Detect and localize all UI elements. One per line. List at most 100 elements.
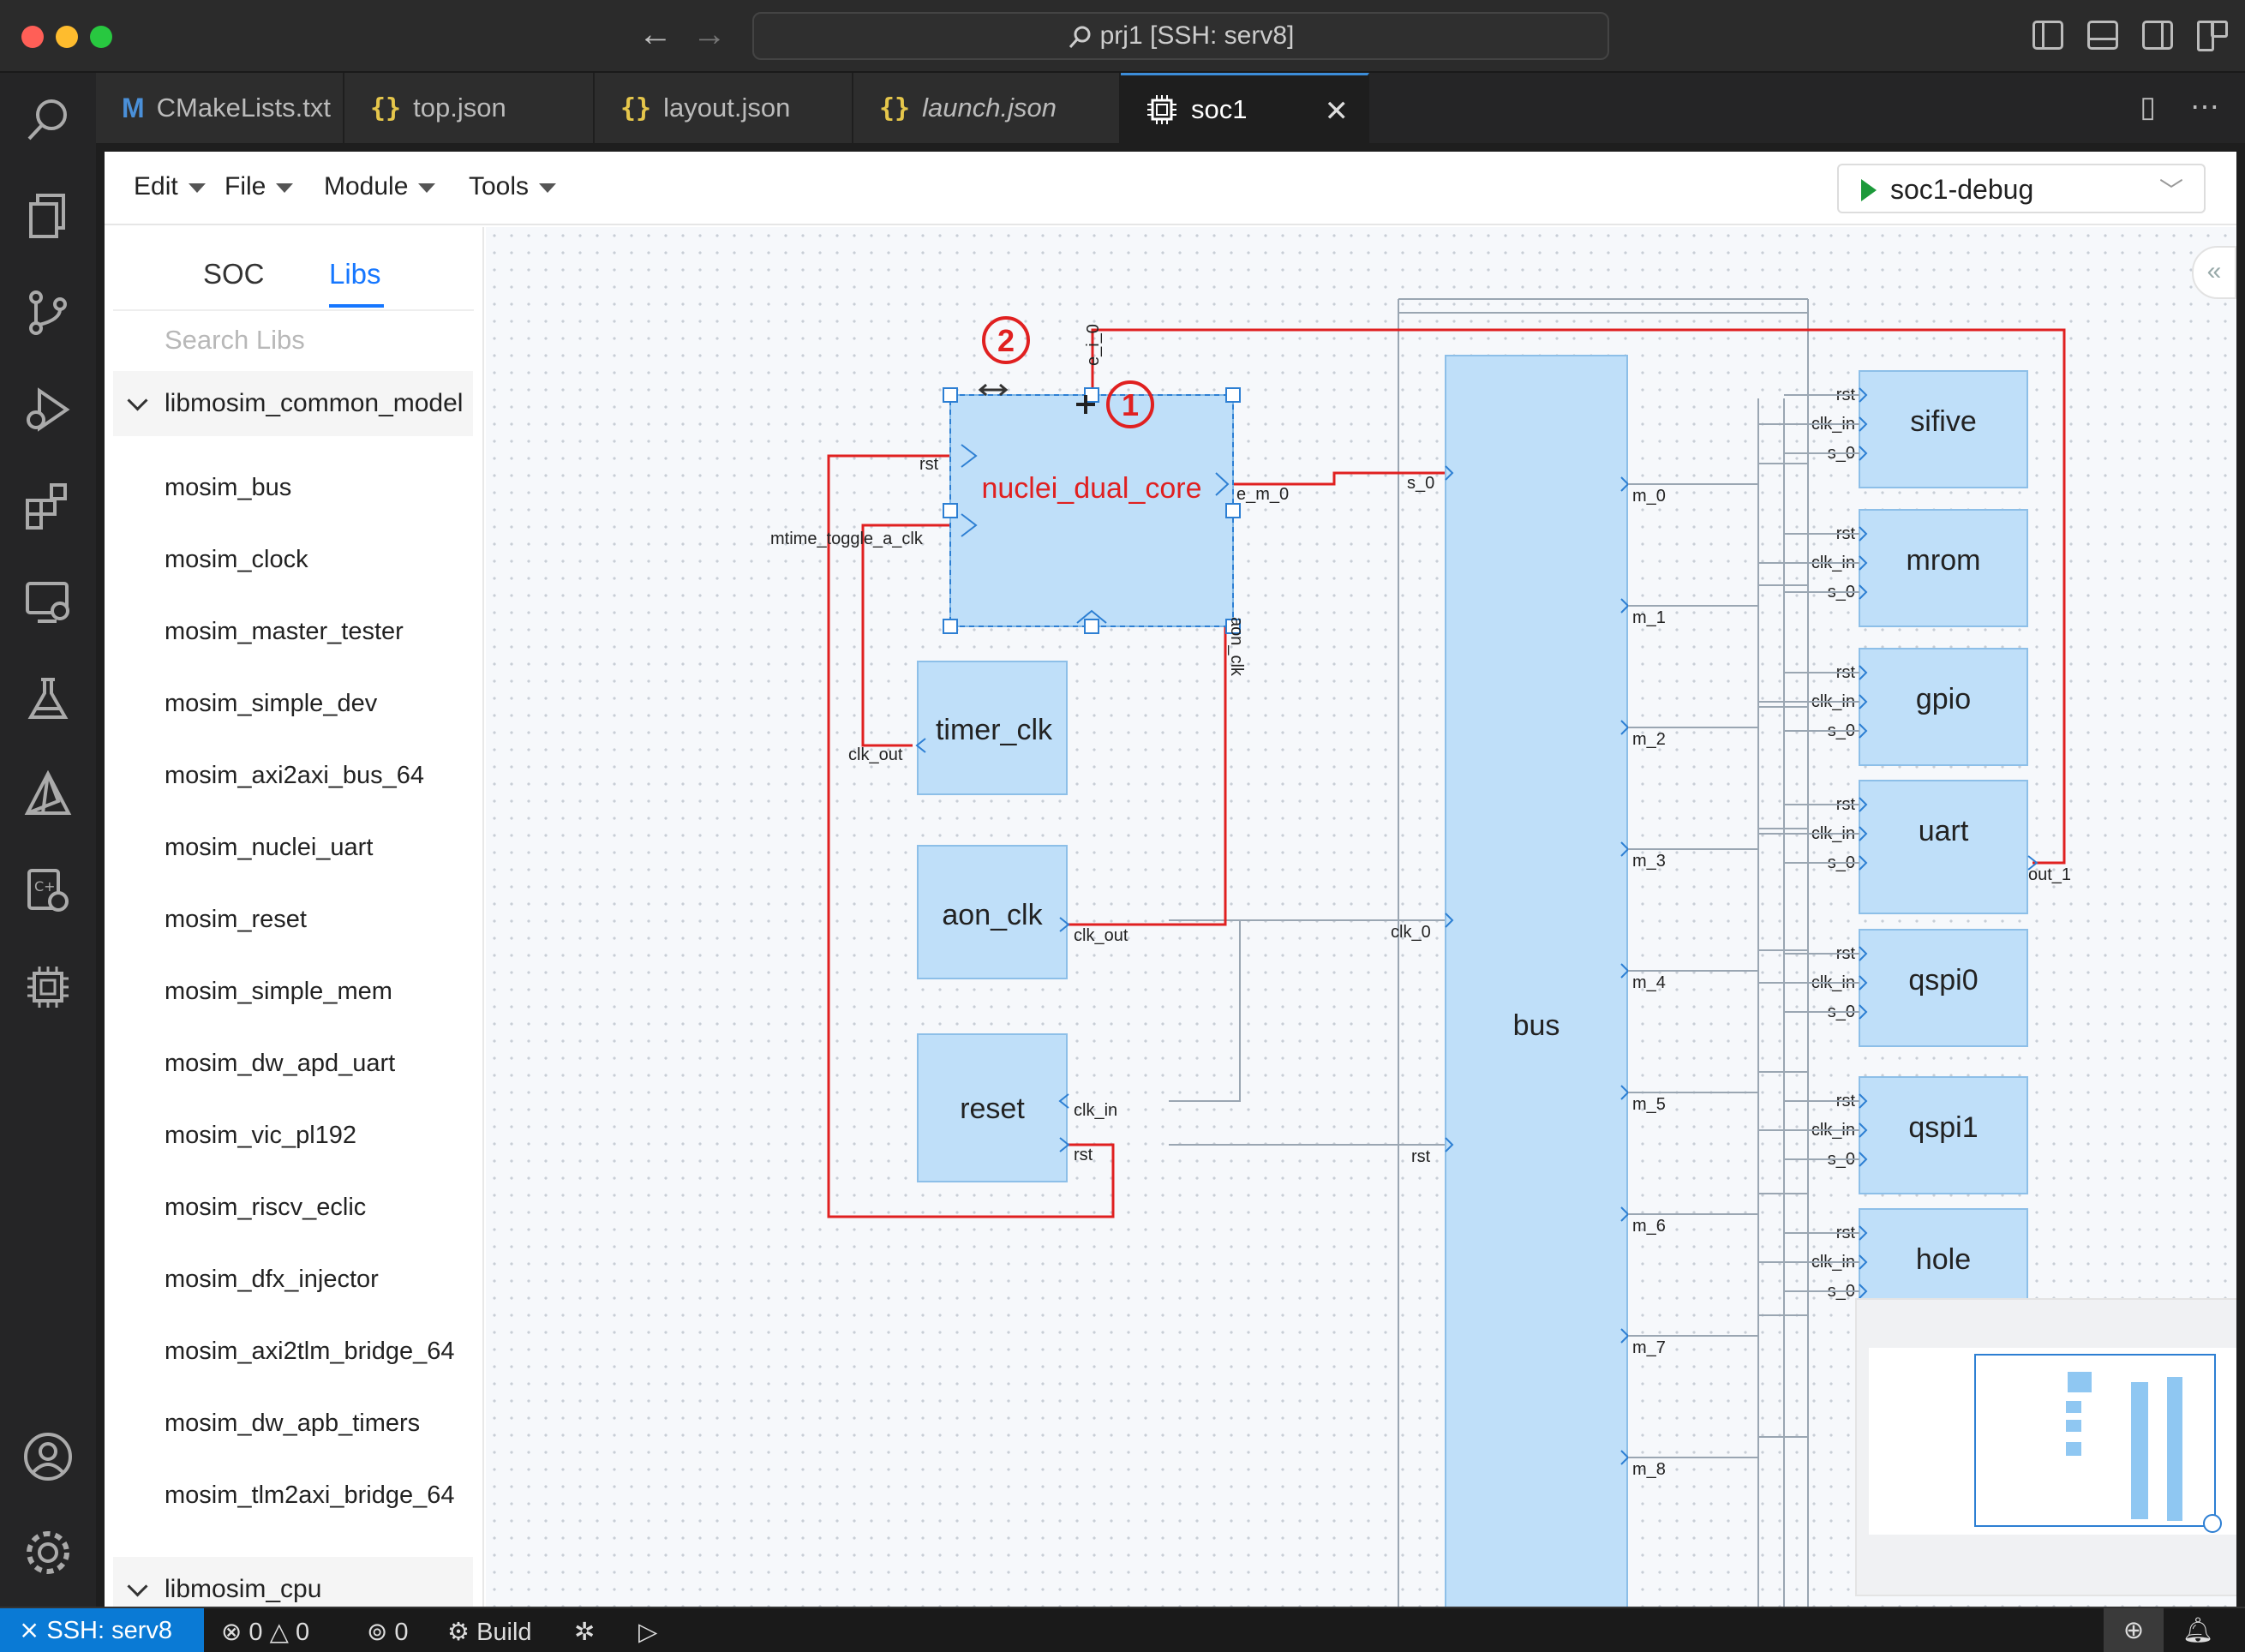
play-icon: [1861, 179, 1877, 201]
lib-item[interactable]: mosim_clock: [165, 546, 308, 573]
block-label: sifive: [1910, 405, 1976, 438]
back-arrow-icon[interactable]: ←: [638, 15, 673, 53]
block-reset[interactable]: [917, 1033, 1068, 1182]
wire: [1628, 828, 1808, 850]
error-icon: ⊗: [221, 1619, 242, 1646]
remote-label: SSH: serv8: [46, 1617, 173, 1644]
gear-icon[interactable]: [22, 1527, 74, 1578]
close-icon[interactable]: ✕: [1324, 95, 1350, 128]
block-uart[interactable]: [1859, 780, 2028, 914]
build-button[interactable]: ⚙ Build: [447, 1619, 532, 1646]
block-sifive[interactable]: [1859, 370, 2028, 488]
wire: [1628, 706, 1808, 728]
port-label: m_5: [1632, 1095, 1666, 1114]
port-label: m_1: [1632, 608, 1666, 627]
selection-handles[interactable]: [943, 387, 1241, 634]
explorer-icon[interactable]: [22, 190, 74, 242]
account-icon[interactable]: [22, 1431, 74, 1482]
diagram-canvas[interactable]: nuclei_dual_core rst mtime_toggle_a_clk …: [486, 227, 2236, 1607]
block-qspi1[interactable]: [1859, 1076, 2028, 1194]
move-cursor-icon: [1076, 395, 1095, 414]
menu-module[interactable]: Module: [324, 172, 436, 201]
block-nuclei-dual-core[interactable]: [949, 394, 1234, 627]
tab-label: layout.json: [663, 93, 791, 123]
run-config-select[interactable]: soc1-debug ﹀: [1837, 164, 2206, 213]
tab-launch-json[interactable]: {} launch.json: [853, 73, 1121, 143]
lib-group-common-model[interactable]: libmosim_common_model: [113, 371, 473, 436]
notifications-icon[interactable]: 🔔︎: [2182, 1617, 2214, 1644]
zoom-icon[interactable]: ⊕: [2104, 1608, 2164, 1652]
ports-indicator[interactable]: ⊚ 0: [367, 1619, 409, 1646]
run-debug-icon[interactable]: [22, 384, 74, 435]
more-actions-icon[interactable]: ⋯: [2190, 91, 2219, 123]
soc-settings-icon[interactable]: C+: [22, 865, 74, 917]
menu-file[interactable]: File: [224, 172, 294, 201]
tab-libs[interactable]: Libs: [329, 258, 381, 290]
menu-tools[interactable]: Tools: [469, 172, 557, 201]
search-icon[interactable]: [22, 94, 74, 146]
source-control-icon[interactable]: [22, 287, 74, 338]
block-aon-clk[interactable]: [917, 845, 1068, 979]
toggle-secondary-sidebar-icon[interactable]: [2142, 21, 2173, 50]
port-label: rst: [919, 455, 939, 474]
testing-icon[interactable]: [22, 673, 74, 724]
block-timer-clk[interactable]: [917, 661, 1068, 795]
remote-explorer-icon[interactable]: [22, 577, 74, 628]
lib-item[interactable]: mosim_dw_apb_timers: [165, 1410, 421, 1437]
tab-layout-json[interactable]: {} layout.json: [595, 73, 853, 143]
run-icon[interactable]: ▷: [638, 1619, 658, 1646]
block-label: hole: [1916, 1243, 1971, 1276]
extensions-icon[interactable]: [22, 480, 74, 531]
forward-arrow-icon[interactable]: →: [692, 15, 727, 53]
tab-soc[interactable]: SOC: [203, 258, 265, 290]
chip-icon[interactable]: [22, 961, 74, 1013]
lib-item[interactable]: mosim_vic_pl192: [165, 1122, 357, 1149]
lib-item[interactable]: mosim_nuclei_uart: [165, 834, 374, 861]
lib-item[interactable]: mosim_reset: [165, 906, 307, 933]
lib-item[interactable]: mosim_axi2tlm_bridge_64: [165, 1338, 455, 1365]
window-minimize-button[interactable]: [56, 26, 78, 48]
window-close-button[interactable]: [21, 26, 44, 48]
lib-group-cpu[interactable]: libmosim_cpu: [113, 1557, 473, 1607]
block-label: uart: [1919, 815, 1969, 847]
block-qspi0[interactable]: [1859, 929, 2028, 1047]
debug-icon[interactable]: ✲: [574, 1619, 596, 1646]
lib-item[interactable]: mosim_tlm2axi_bridge_64: [165, 1481, 455, 1509]
tab-top-json[interactable]: {} top.json: [344, 73, 595, 143]
port-label: m_2: [1632, 730, 1666, 749]
lib-item[interactable]: mosim_master_tester: [165, 618, 404, 645]
tab-cmakelists[interactable]: M CMakeLists.txt: [96, 73, 344, 143]
collapse-panel-button[interactable]: «: [2192, 246, 2236, 299]
lib-item[interactable]: mosim_riscv_eclic: [165, 1194, 367, 1221]
lib-item[interactable]: mosim_dfx_injector: [165, 1266, 379, 1293]
lib-item[interactable]: mosim_simple_mem: [165, 978, 392, 1005]
gear-icon: ⚙: [447, 1619, 470, 1646]
toggle-panel-icon[interactable]: [2087, 21, 2118, 50]
wire: [1628, 463, 1808, 485]
problems-indicator[interactable]: ⊗ 0 △ 0: [221, 1619, 310, 1646]
block-bus[interactable]: [1445, 355, 1628, 1607]
lib-item[interactable]: mosim_axi2axi_bus_64: [165, 762, 425, 789]
lib-item[interactable]: mosim_simple_dev: [165, 690, 378, 717]
toggle-sidebar-icon[interactable]: [2032, 21, 2063, 50]
menu-edit[interactable]: Edit: [134, 172, 206, 201]
block-mrom[interactable]: [1859, 509, 2028, 627]
tab-soc1[interactable]: soc1 ✕: [1121, 73, 1369, 143]
customize-layout-icon[interactable]: [2197, 21, 2228, 51]
chevron-down-icon: ﹀: [2158, 177, 2183, 204]
command-center[interactable]: prj1 [SSH: serv8]: [752, 12, 1609, 60]
minimap[interactable]: [1855, 1298, 2236, 1596]
soc-diagram[interactable]: nuclei_dual_core rst mtime_toggle_a_clk …: [486, 227, 2236, 1607]
port-label: clk_out: [848, 745, 903, 764]
cmake-icon[interactable]: [22, 769, 74, 820]
split-editor-icon[interactable]: ▯: [2140, 91, 2156, 123]
port-label: m_7: [1632, 1338, 1666, 1357]
window-maximize-button[interactable]: [90, 26, 112, 48]
search-libs-input[interactable]: Search Libs: [165, 325, 305, 355]
lib-item[interactable]: mosim_dw_apd_uart: [165, 1050, 396, 1077]
block-gpio[interactable]: [1859, 648, 2028, 766]
port-label: clk_0: [1391, 923, 1431, 942]
lib-item[interactable]: mosim_bus: [165, 474, 292, 501]
remote-indicator[interactable]: ⨯ SSH: serv8: [0, 1608, 204, 1652]
json-file-icon: {}: [370, 93, 402, 123]
